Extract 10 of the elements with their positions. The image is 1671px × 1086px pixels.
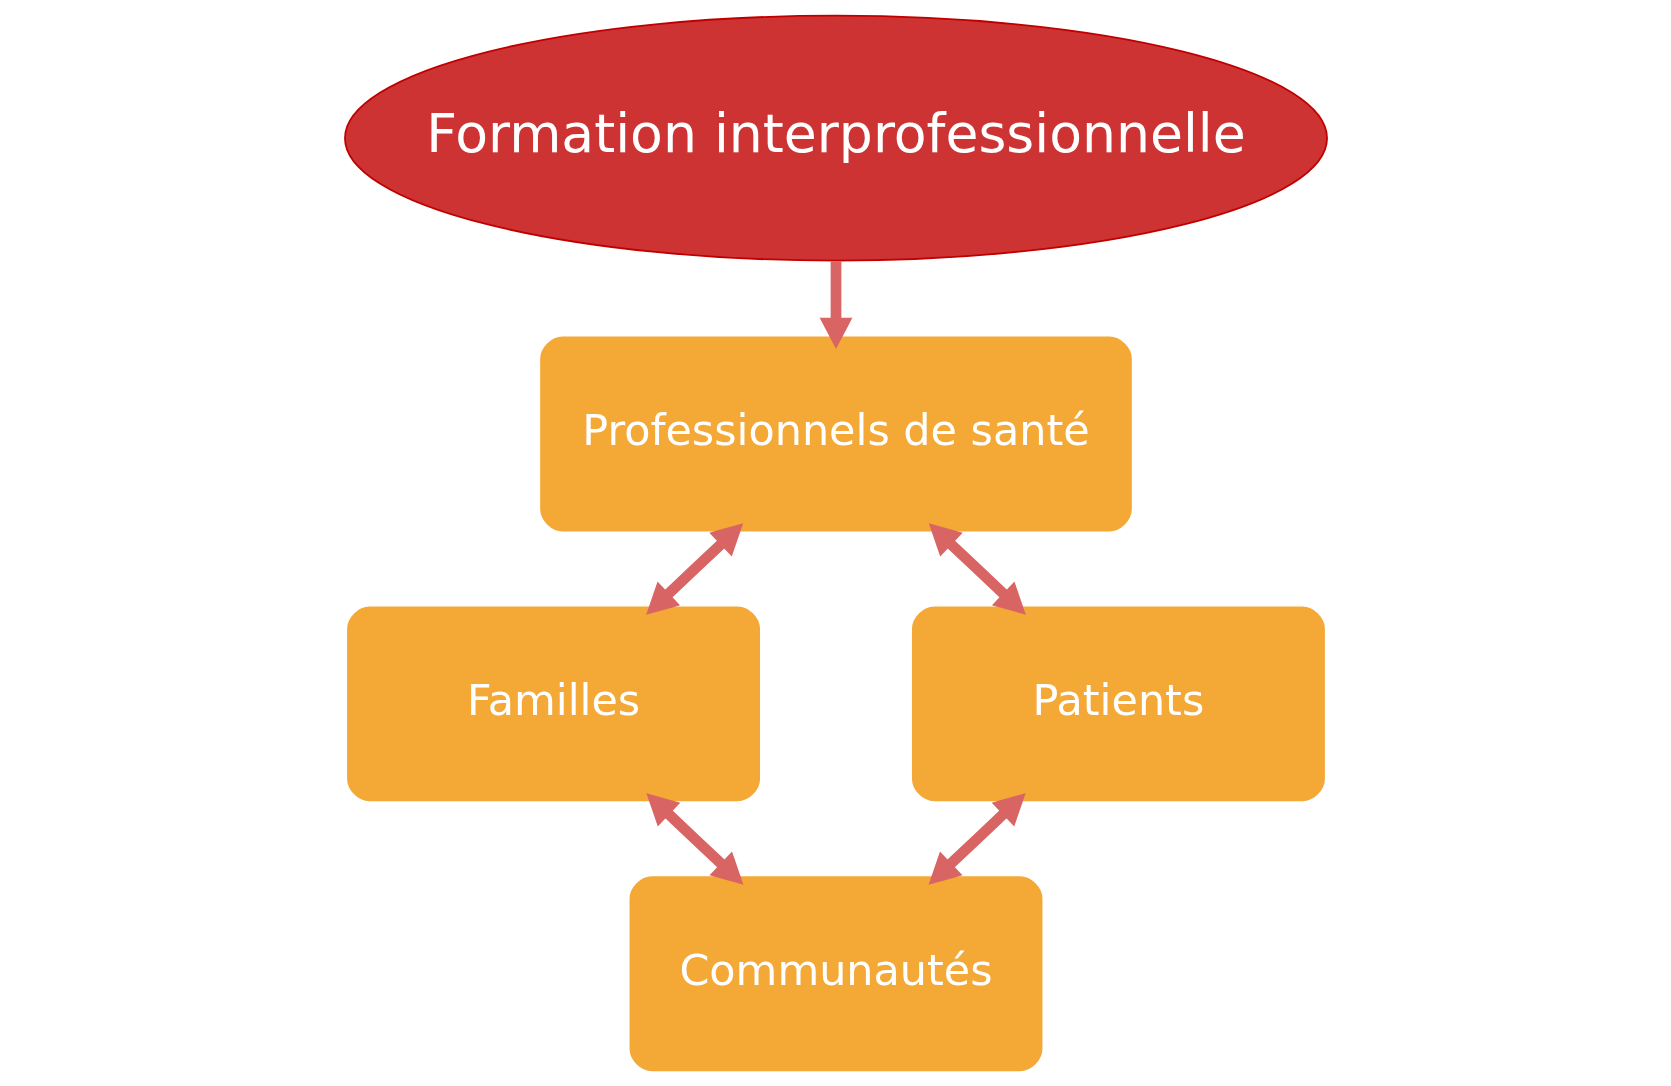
node-ellipse: Formation interprofessionnelle <box>343 14 1328 262</box>
node-box: Communautés <box>629 876 1042 1072</box>
node-box: Patients <box>911 606 1325 802</box>
arrow <box>928 523 1026 615</box>
arrow <box>645 523 743 615</box>
arrow <box>645 793 743 885</box>
arrow <box>928 793 1026 885</box>
arrow <box>819 261 852 349</box>
node-box: Professionnels de santé <box>539 336 1132 532</box>
node-box: Familles <box>346 606 760 802</box>
